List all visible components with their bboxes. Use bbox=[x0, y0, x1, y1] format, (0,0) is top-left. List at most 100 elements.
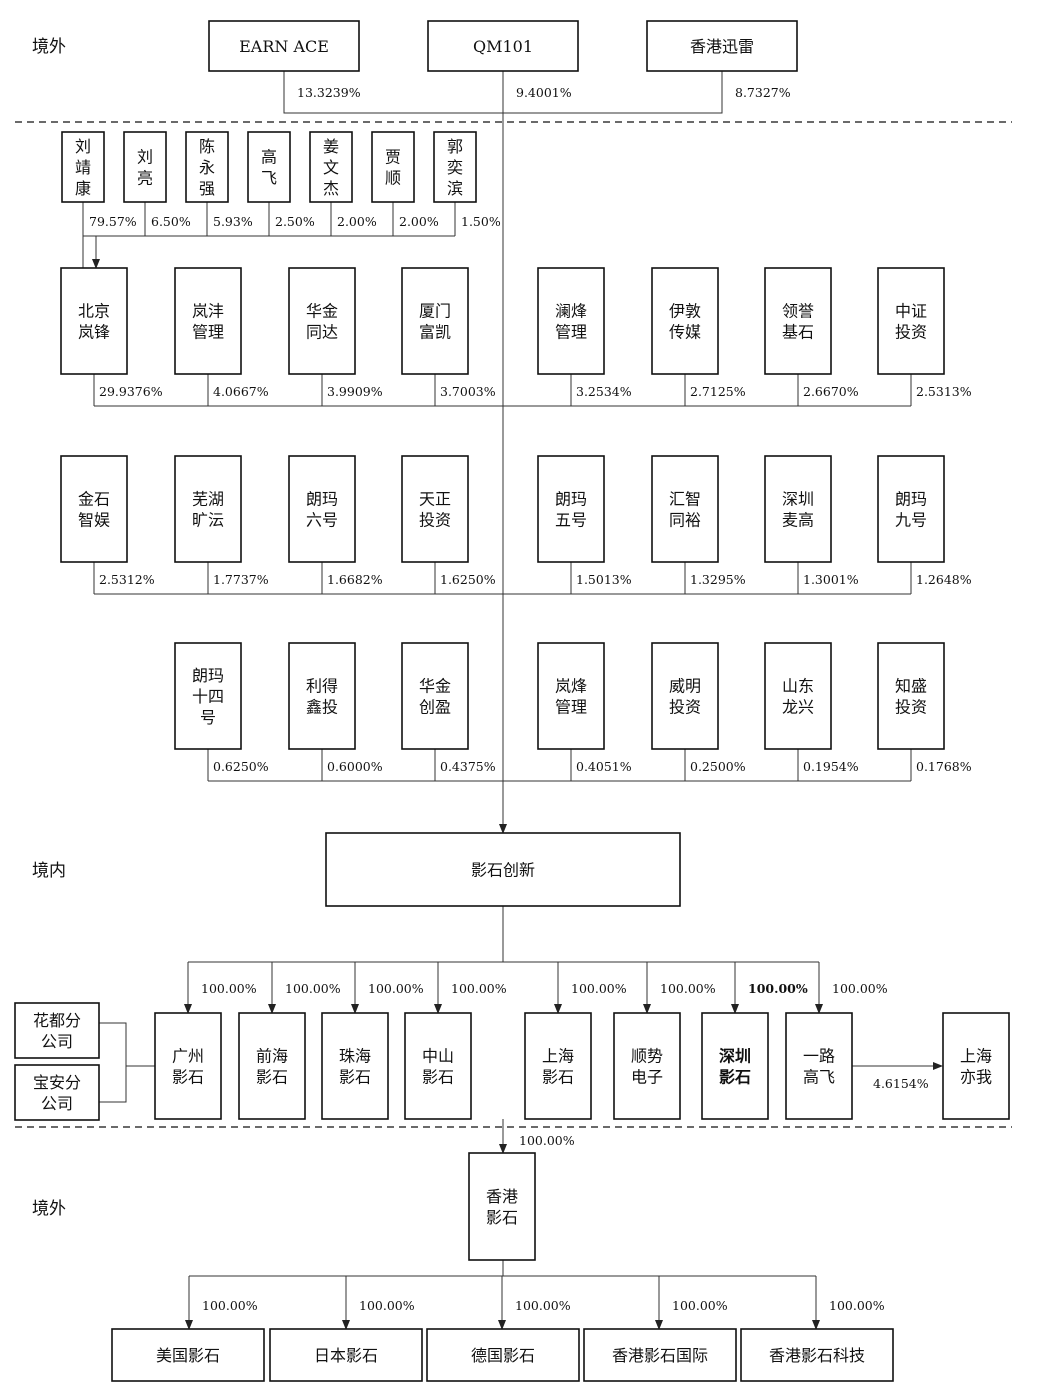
shareholder-box bbox=[288, 642, 356, 750]
offshore-holder-label: EARN ACE bbox=[239, 37, 329, 56]
shareholder-label: 金石智娱 bbox=[78, 490, 110, 530]
hk-pct: 100.00% bbox=[519, 1133, 575, 1148]
individual-box bbox=[247, 131, 291, 203]
shareholder-pct: 2.5312% bbox=[99, 572, 155, 587]
shareholder-pct: 1.7737% bbox=[213, 572, 269, 587]
shareholder-pct: 3.2534% bbox=[576, 384, 632, 399]
shareholder-label: 厦门富凯 bbox=[419, 302, 451, 342]
shareholder-pct: 0.2500% bbox=[690, 759, 746, 774]
overseas-sub-label: 香港影石科技 bbox=[769, 1346, 865, 1365]
individual-label: 姜文杰 bbox=[323, 137, 339, 198]
individual-label: 刘亮 bbox=[137, 148, 153, 188]
domestic-sub-pct: 100.00% bbox=[571, 981, 627, 996]
individual-pct: 1.50% bbox=[461, 214, 501, 229]
overseas-sub-label: 美国影石 bbox=[156, 1346, 220, 1365]
shareholder-label: 中证投资 bbox=[895, 302, 927, 342]
shareholder-label: 知盛投资 bbox=[895, 677, 927, 717]
shareholder-box bbox=[877, 642, 945, 750]
shareholder-pct: 3.7003% bbox=[440, 384, 496, 399]
shareholder-box bbox=[288, 267, 356, 375]
region-label-domestic: 境内 bbox=[32, 861, 66, 881]
individual-box bbox=[371, 131, 415, 203]
shareholder-box bbox=[764, 642, 832, 750]
branch-label: 宝安分公司 bbox=[33, 1073, 81, 1113]
shareholder-label: 领誉基石 bbox=[782, 302, 814, 342]
overseas-sub-label: 香港影石国际 bbox=[612, 1346, 708, 1365]
shareholder-box bbox=[401, 455, 469, 563]
hk-subsidiary-label: 香港影石 bbox=[486, 1187, 518, 1227]
domestic-sub-pct: 100.00% bbox=[451, 981, 507, 996]
domestic-sub-box bbox=[404, 1012, 472, 1120]
shareholder-label: 朗玛五号 bbox=[555, 490, 587, 530]
domestic-sub-box bbox=[154, 1012, 222, 1120]
domestic-sub-pct: 100.00% bbox=[368, 981, 424, 996]
branch-box bbox=[14, 1002, 100, 1059]
overseas-sub-pct: 100.00% bbox=[202, 1298, 258, 1313]
hk-subsidiary-box bbox=[468, 1152, 536, 1261]
shareholder-box bbox=[537, 267, 605, 375]
branch-bracket bbox=[99, 1022, 127, 1103]
shareholder-label: 朗玛九号 bbox=[895, 490, 927, 530]
shareholder-label: 山东龙兴 bbox=[782, 677, 814, 717]
shareholder-pct: 29.9376% bbox=[99, 384, 163, 399]
shareholder-label: 岚沣管理 bbox=[192, 302, 224, 342]
offshore-holder-label: 香港迅雷 bbox=[690, 37, 754, 56]
overseas-sub-box bbox=[426, 1328, 580, 1382]
individual-pct: 79.57% bbox=[89, 214, 137, 229]
shareholder-box bbox=[174, 455, 242, 563]
shareholder-box bbox=[651, 642, 719, 750]
individual-box bbox=[185, 131, 229, 203]
individual-pct: 2.00% bbox=[399, 214, 439, 229]
offshore-holder-pct: 9.4001% bbox=[516, 85, 572, 100]
shareholder-box bbox=[764, 455, 832, 563]
individual-label: 陈永强 bbox=[199, 137, 215, 198]
overseas-sub-label: 德国影石 bbox=[471, 1346, 535, 1365]
shareholder-label: 天正投资 bbox=[419, 490, 451, 530]
shareholder-box bbox=[651, 455, 719, 563]
shareholder-pct: 2.6670% bbox=[803, 384, 859, 399]
individual-pct: 5.93% bbox=[213, 214, 253, 229]
shareholder-pct: 3.9909% bbox=[327, 384, 383, 399]
shareholder-pct: 1.5013% bbox=[576, 572, 632, 587]
region-label-offshore-top: 境外 bbox=[32, 37, 66, 57]
company-label: 影石创新 bbox=[471, 861, 535, 880]
shareholder-box bbox=[401, 642, 469, 750]
shareholder-pct: 0.6000% bbox=[327, 759, 383, 774]
investee-box bbox=[942, 1012, 1010, 1120]
domestic-sub-box bbox=[701, 1012, 769, 1120]
shareholder-box bbox=[651, 267, 719, 375]
individual-label: 郭奕滨 bbox=[447, 137, 463, 198]
overseas-sub-box bbox=[111, 1328, 265, 1382]
overseas-sub-pct: 100.00% bbox=[829, 1298, 885, 1313]
domestic-sub-pct: 100.00% bbox=[660, 981, 716, 996]
overseas-sub-pct: 100.00% bbox=[672, 1298, 728, 1313]
shareholder-pct: 0.4051% bbox=[576, 759, 632, 774]
investee-pct: 4.6154% bbox=[873, 1076, 929, 1091]
shareholder-label: 深圳麦高 bbox=[782, 490, 814, 530]
domestic-sub-label: 广州影石 bbox=[172, 1047, 204, 1087]
individual-label: 贾顺 bbox=[385, 148, 401, 188]
shareholder-label: 朗玛六号 bbox=[306, 490, 338, 530]
domestic-sub-label: 珠海影石 bbox=[339, 1047, 371, 1087]
overseas-sub-box bbox=[583, 1328, 737, 1382]
shareholder-box bbox=[877, 455, 945, 563]
overseas-sub-box bbox=[740, 1328, 894, 1382]
shareholder-label: 利得鑫投 bbox=[306, 677, 338, 717]
offshore-holder-pct: 8.7327% bbox=[735, 85, 791, 100]
domestic-sub-label: 深圳影石 bbox=[719, 1047, 751, 1087]
domestic-sub-label: 一路高飞 bbox=[803, 1047, 835, 1087]
shareholder-pct: 1.2648% bbox=[916, 572, 972, 587]
shareholder-box bbox=[174, 267, 242, 375]
domestic-sub-label: 上海影石 bbox=[542, 1047, 574, 1087]
shareholder-label: 岚烽管理 bbox=[555, 677, 587, 717]
domestic-sub-pct: 100.00% bbox=[832, 981, 888, 996]
shareholder-label: 华金创盈 bbox=[419, 677, 451, 717]
overseas-sub-label: 日本影石 bbox=[314, 1346, 378, 1365]
shareholder-pct: 2.7125% bbox=[690, 384, 746, 399]
region-label-offshore-bottom: 境外 bbox=[32, 1199, 66, 1219]
offshore-holder-label: QM101 bbox=[473, 37, 533, 56]
shareholder-box bbox=[174, 642, 242, 750]
offshore-holder-box bbox=[208, 20, 360, 72]
domestic-sub-box bbox=[613, 1012, 681, 1120]
